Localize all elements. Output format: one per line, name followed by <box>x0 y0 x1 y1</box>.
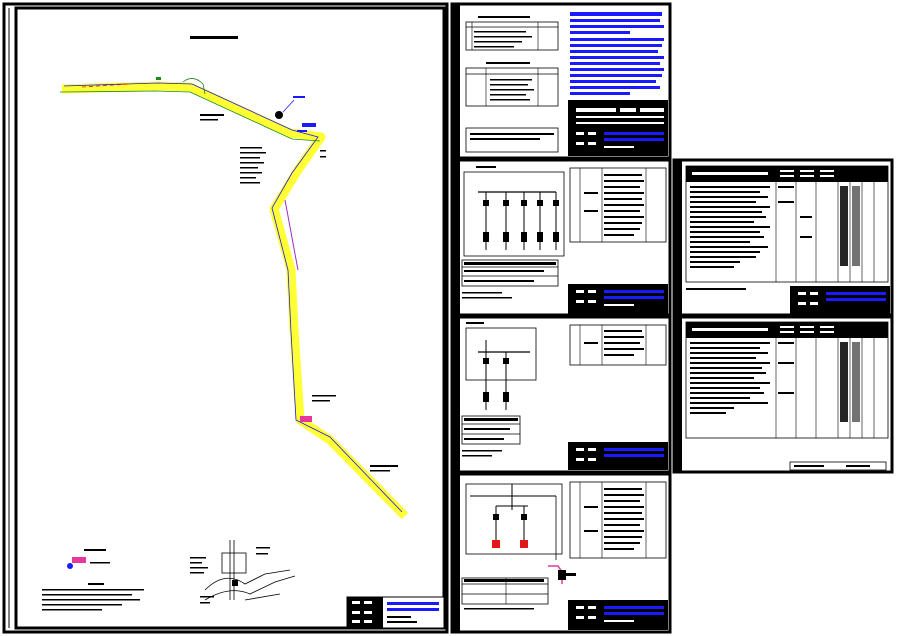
plan-title <box>190 36 238 39</box>
route-plan-sheet <box>2 2 449 634</box>
notes-sheet <box>450 2 672 160</box>
single-line-sheet-3 <box>450 472 672 634</box>
plan-legend <box>42 549 144 611</box>
cable-route-highlight <box>61 81 409 520</box>
cable-schedule-sheet-2 <box>672 315 894 474</box>
trench-section-detail <box>190 540 296 604</box>
single-line-sheet-2 <box>450 315 672 474</box>
pole-node <box>275 111 283 119</box>
blue-notes-block <box>570 12 664 95</box>
blue-tag <box>302 123 316 127</box>
single-line-sheet-1 <box>450 158 672 317</box>
red-equipment-block-icon <box>520 540 528 548</box>
cable-schedule-sheet-1 <box>672 158 894 317</box>
magenta-marker <box>300 416 312 422</box>
green-road-line <box>59 90 321 142</box>
route-annotations <box>200 114 398 472</box>
cable-route-line <box>63 82 403 513</box>
plan-title-block <box>346 596 445 629</box>
red-equipment-block-icon <box>492 540 500 548</box>
